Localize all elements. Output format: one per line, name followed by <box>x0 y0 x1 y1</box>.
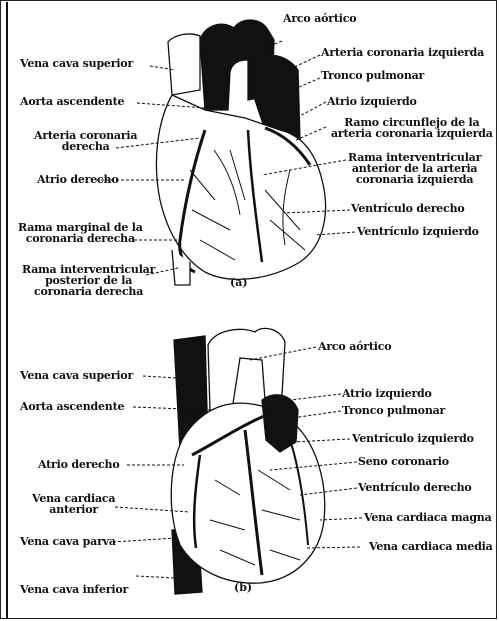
label-a-vena-cava-superior: Vena cava superior <box>20 58 133 69</box>
label-b-arco-aortico: Arco aórtico <box>318 341 391 352</box>
label-b-vena-cava-inferior: Vena cava inferior <box>20 584 128 595</box>
caption-b: (b) <box>234 581 252 594</box>
label-b-vena-cava-parva: Vena cava parva <box>20 536 116 547</box>
label-b-atrio-derecho: Atrio derecho <box>38 459 119 470</box>
label-b-vena-cardiaca-magna: Vena cardiaca magna <box>364 512 492 523</box>
label-b-ventriculo-izquierdo: Ventrículo izquierdo <box>352 433 474 444</box>
label-a-arteria-coronaria-derecha: Arteria coronaria derecha <box>34 130 137 152</box>
heart-b-drawing <box>171 328 324 594</box>
label-a-arco-aortico: Arco aórtico <box>283 13 356 24</box>
label-b-atrio-izquierdo: Atrio izquierdo <box>342 388 432 399</box>
label-a-rama-marginal: Rama marginal de la coronaria derecha <box>18 222 143 244</box>
label-a-atrio-derecho: Atrio derecho <box>37 174 118 185</box>
label-a-atrio-izquierdo: Atrio izquierdo <box>327 96 417 107</box>
label-b-vena-cardiaca-anterior: Vena cardiaca anterior <box>32 493 115 515</box>
label-a-rama-interventricular-anterior: Rama interventricular anterior de la art… <box>348 152 481 185</box>
label-a-ventriculo-izquierdo: Ventrículo izquierdo <box>357 226 479 237</box>
label-a-ramo-circunflejo: Ramo circunflejo de la arteria coronaria… <box>331 117 493 139</box>
label-b-tronco-pulmonar: Tronco pulmonar <box>342 405 445 416</box>
label-a-rama-interventricular-posterior: Rama interventricular posterior de la co… <box>22 264 155 297</box>
label-a-tronco-pulmonar: Tronco pulmonar <box>321 70 424 81</box>
heart-a-superior-vena-cava <box>168 34 200 95</box>
label-b-vena-cava-superior: Vena cava superior <box>20 370 133 381</box>
heart-a-drawing <box>156 20 325 285</box>
label-b-ventriculo-derecho: Ventrículo derecho <box>358 482 472 493</box>
label-a-aorta-ascendente: Aorta ascendente <box>20 96 124 107</box>
label-a-arteria-coronaria-izquierda: Arteria coronaria izquierda <box>321 47 484 58</box>
label-b-vena-cardiaca-media: Vena cardiaca media <box>369 541 493 552</box>
label-b-aorta-ascendente: Aorta ascendente <box>20 401 124 412</box>
caption-a: (a) <box>230 276 248 289</box>
label-a-ventriculo-derecho: Ventrículo derecho <box>351 203 465 214</box>
label-b-seno-coronario: Seno coronario <box>358 456 449 467</box>
